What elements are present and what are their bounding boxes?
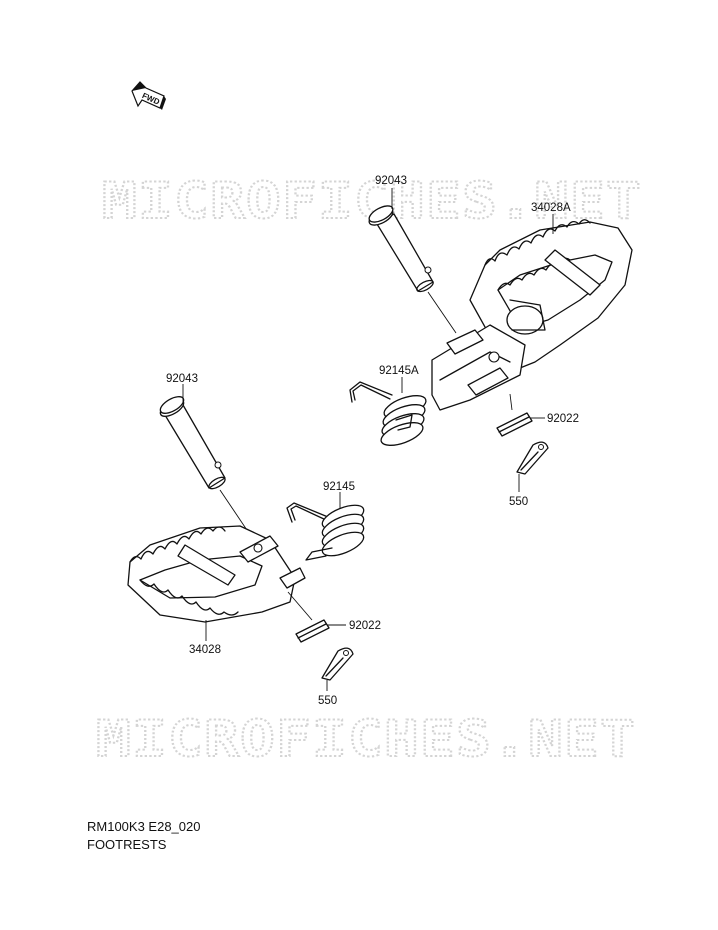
washer-right-drawing	[496, 412, 533, 437]
label-footrest-left: 34028	[189, 644, 221, 656]
label-washer-left: 92022	[349, 620, 381, 632]
washer-right-axis-line	[509, 393, 513, 411]
label-spring-right: 92145A	[379, 365, 419, 377]
watermark-bottom: MICROFICHES.NET	[96, 710, 636, 768]
forward-arrow-icon: FWD	[131, 81, 166, 110]
pin-top-axis-line	[427, 291, 457, 334]
washer-left-axis-line	[287, 591, 313, 621]
spring-right-drawing	[349, 381, 427, 446]
diagram-title: FOOTRESTS	[87, 837, 167, 852]
footrest-left-drawing	[127, 525, 306, 623]
washer-left-drawing	[295, 619, 330, 643]
spring-left-drawing	[286, 502, 365, 561]
cotter-left-drawing	[321, 647, 354, 681]
label-pin-left: 92043	[166, 373, 198, 385]
label-cotter-left: 550	[318, 695, 337, 707]
footrest-right-drawing	[431, 219, 633, 411]
pin-left-drawing	[159, 396, 226, 490]
cotter-right-drawing	[516, 441, 549, 475]
label-pin-top: 92043	[375, 175, 407, 187]
label-washer-right: 92022	[547, 413, 579, 425]
pin-top-drawing	[368, 205, 434, 293]
label-cotter-right: 550	[509, 496, 528, 508]
diagram-code: RM100K3 E28_020	[87, 819, 201, 834]
label-spring-left: 92145	[323, 481, 355, 493]
label-footrest-right: 34028A	[531, 202, 571, 214]
